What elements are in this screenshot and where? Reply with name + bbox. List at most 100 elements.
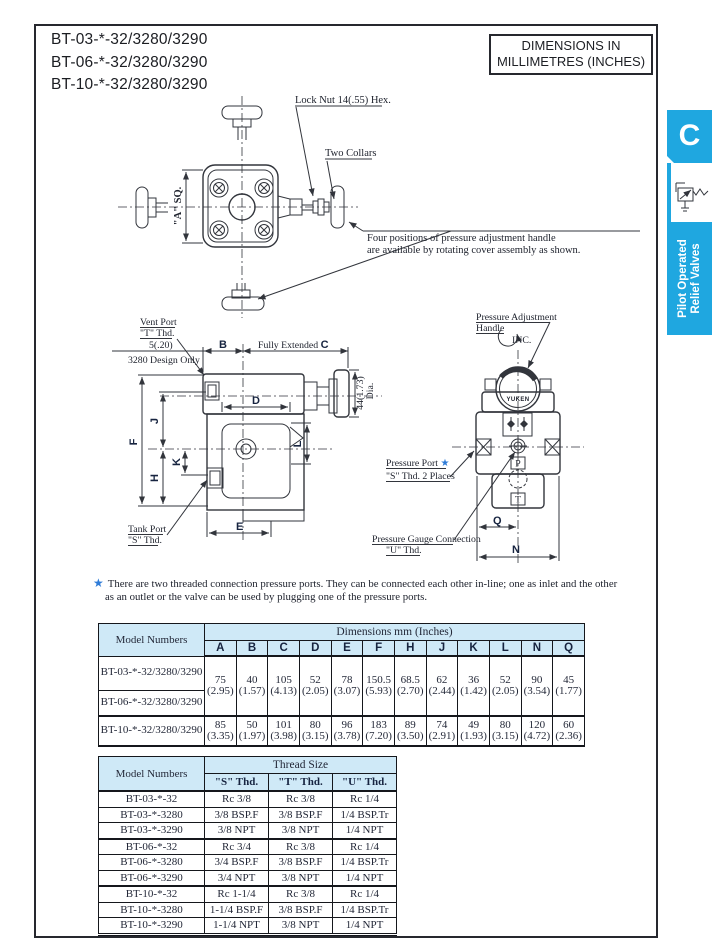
thread-value-cell: Rc 3/8 bbox=[204, 790, 269, 808]
dimensions-note-line: DIMENSIONS IN bbox=[521, 38, 621, 53]
dim-table-row: BT-06-*-32/3280/3290 bbox=[98, 689, 585, 717]
dim-value-cell: 74(2.91) bbox=[425, 715, 459, 747]
dim-label-h: H bbox=[149, 474, 161, 482]
model-number: BT-03-*-32/3280/3290 bbox=[51, 31, 208, 48]
star-icon: ★ bbox=[93, 576, 104, 590]
dim-value-cell: 49(1.93) bbox=[457, 715, 490, 747]
dim-value-cell: 85(3.35) bbox=[204, 715, 237, 747]
sidebar-section-title: Pilot Operated Relief Valves bbox=[667, 222, 712, 335]
lock-nut-label: Lock Nut 14(.55) Hex. bbox=[295, 95, 391, 106]
pressure-adjustment-label: Pressure Adjustment bbox=[476, 312, 557, 323]
dim-value-cell: 120(4.72) bbox=[520, 715, 554, 747]
dim-label-b: B bbox=[219, 339, 227, 351]
thread-value-cell: 3/8 NPT bbox=[268, 869, 333, 887]
dim-model-cell: BT-06-*-32/3280/3290 bbox=[98, 689, 205, 717]
dia-dim-label: 44(1.73) bbox=[355, 376, 366, 409]
thread-value-cell: BT-06-*-32 bbox=[98, 838, 205, 855]
dim-column-header: Q bbox=[552, 640, 585, 657]
thread-value-cell: BT-10-*-32 bbox=[98, 885, 205, 903]
thread-value-cell: 1/4 BSP.Tr bbox=[332, 806, 397, 823]
dim-label-q: Q bbox=[493, 515, 502, 527]
pressure-gauge-thread-label: "U" Thd. bbox=[386, 545, 422, 556]
port-p-label: P bbox=[515, 459, 521, 470]
dim-model-cell: BT-10-*-32/3280/3290 bbox=[98, 715, 205, 747]
thread-value-cell: 3/4 BSP.F bbox=[204, 854, 269, 871]
thread-value-cell: BT-10-*-3280 bbox=[98, 901, 205, 918]
thread-value-cell: 1/4 BSP.Tr bbox=[332, 901, 397, 918]
thread-value-cell: Rc 1/4 bbox=[332, 790, 397, 808]
thread-value-cell: 1/4 BSP.Tr bbox=[332, 854, 397, 871]
inc-label: INC. bbox=[512, 335, 531, 346]
thread-value-cell: 3/8 BSP.F bbox=[204, 806, 269, 823]
thread-value-cell: 3/4 NPT bbox=[204, 869, 269, 887]
dia-text-label: Dia. bbox=[365, 383, 376, 400]
thread-value-cell: 3/8 NPT bbox=[268, 917, 333, 935]
dim-label-d: D bbox=[252, 395, 260, 407]
symbol-marks bbox=[507, 417, 528, 431]
thread-value-cell: BT-10-*-3290 bbox=[98, 917, 205, 935]
sidebar-accent-strip bbox=[667, 163, 671, 222]
thread-value-cell: BT-06-*-3290 bbox=[98, 869, 205, 887]
dim-label-n: N bbox=[512, 544, 520, 556]
port-t-label: T bbox=[515, 495, 521, 506]
thread-value-cell: 1-1/4 NPT bbox=[204, 917, 269, 935]
model-numbers-list: BT-03-*-32/3280/3290 BT-06-*-32/3280/329… bbox=[51, 31, 208, 99]
front-view-drawing: Pressure Adjustment Handle INC. YUKEN bbox=[372, 312, 584, 565]
thread-column-header: "U" Thd. bbox=[332, 773, 397, 792]
dim-value-cell: 68.5(2.70) bbox=[393, 655, 427, 717]
thread-table-title: Thread Size bbox=[204, 756, 397, 774]
dim-value-cell: 45(1.77) bbox=[552, 655, 585, 717]
thread-value-cell: 1-1/4 BSP.F bbox=[204, 901, 269, 918]
dim-label-k: K bbox=[171, 458, 183, 466]
thread-value-cell: 3/8 BSP.F bbox=[268, 901, 333, 918]
pressure-adjustment-label2: Handle bbox=[476, 323, 505, 334]
thread-value-cell: 3/8 NPT bbox=[268, 822, 333, 840]
dim-column-header: H bbox=[393, 640, 427, 657]
dim-column-header: C bbox=[267, 640, 300, 657]
dim-value-cell: 40(1.57) bbox=[235, 655, 269, 717]
pressure-gauge-label: Pressure Gauge Connection bbox=[372, 534, 481, 545]
dim-value-cell: 80(3.15) bbox=[298, 715, 332, 747]
dimensions-note-line: MILLIMETRES (INCHES) bbox=[496, 54, 646, 69]
dim-column-header: N bbox=[520, 640, 554, 657]
dim-label-a-sq: "A" SQ. bbox=[173, 186, 184, 225]
thread-value-cell: BT-03-*-3290 bbox=[98, 822, 205, 840]
relief-valve-symbol-icon bbox=[675, 182, 709, 212]
thread-value-cell: 3/8 NPT bbox=[204, 822, 269, 840]
thread-value-cell: BT-03-*-3280 bbox=[98, 806, 205, 823]
dim-model-cell: BT-03-*-32/3280/3290 bbox=[98, 655, 205, 691]
dim-value-cell: 52(2.05) bbox=[488, 655, 522, 717]
footnote-line: There are two threaded connection pressu… bbox=[107, 578, 618, 590]
dim-column-header: D bbox=[298, 640, 332, 657]
vent-port-label: Vent Port bbox=[140, 317, 177, 328]
thread-value-cell: 3/8 BSP.F bbox=[268, 854, 333, 871]
tank-port-thread-label: "S" Thd. bbox=[128, 535, 162, 546]
four-positions-note: Four positions of pressure adjustment ha… bbox=[367, 233, 556, 244]
sidebar-title-line: Pilot Operated bbox=[676, 239, 689, 318]
footnote-line: as an outlet or the valve can be used by… bbox=[105, 590, 428, 603]
dim-column-header: J bbox=[425, 640, 459, 657]
page-border bbox=[34, 24, 658, 938]
dim-value-cell: 183(7.20) bbox=[362, 715, 395, 747]
vent-port-thread-label: "T" Thd. bbox=[140, 328, 175, 339]
dimensions-note-box: DIMENSIONS IN MILLIMETRES (INCHES) bbox=[489, 34, 653, 75]
vent-dim-label: 5(.20) bbox=[149, 340, 173, 351]
thread-column-header: "S" Thd. bbox=[204, 773, 269, 792]
yuken-logo: YUKEN bbox=[506, 397, 529, 403]
dim-label-f: F bbox=[128, 438, 140, 445]
dim-value-cell: 80(3.15) bbox=[488, 715, 522, 747]
pressure-port-label: Pressure Port ★ bbox=[386, 458, 449, 469]
design-only-label: 3280 Design Only bbox=[128, 355, 200, 366]
dim-value-cell: 105(4.13) bbox=[267, 655, 300, 717]
tab-notch bbox=[667, 156, 674, 163]
